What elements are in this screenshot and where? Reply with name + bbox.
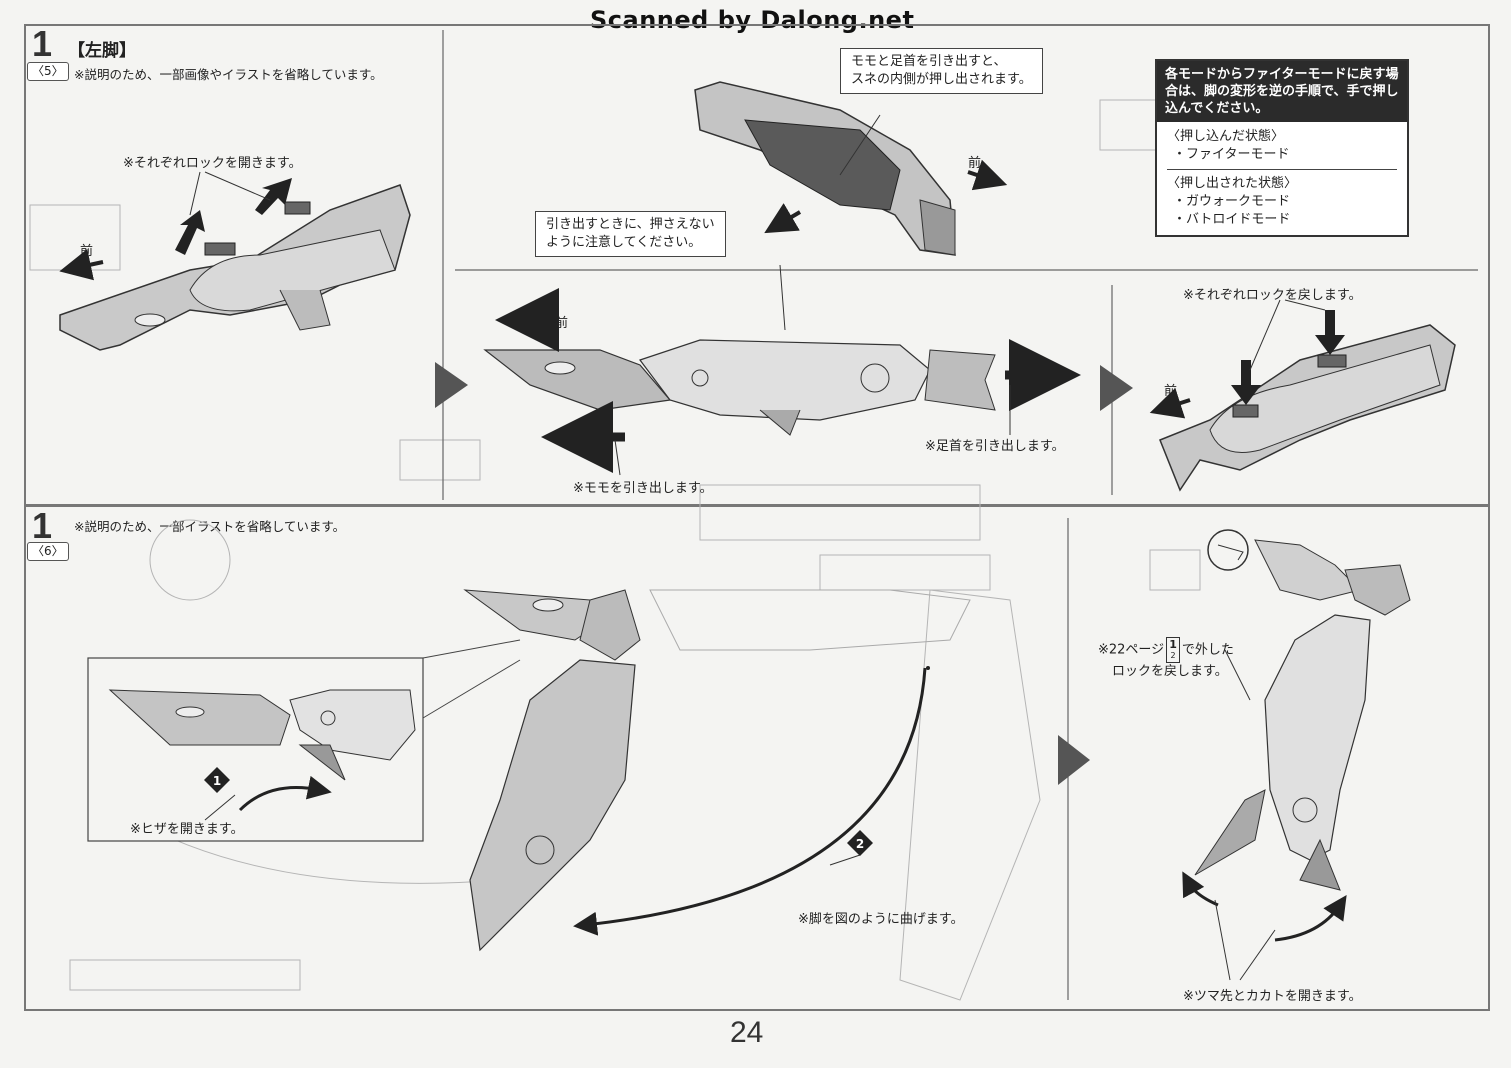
caution-callout: 引き出すときに、押さえない ように注意してください。 [535,211,726,257]
page-ref-substep: 2 [1170,651,1176,660]
mode-info-heading: 各モードからファイターモードに戻す場合は、脚の変形を逆の手順で、手で押し込んでく… [1157,61,1407,122]
relock-label: ※それぞれロックを戻します。 [1183,288,1362,303]
step-mark-1 [204,767,230,793]
omission-note-top: ※説明のため、一部画像やイラストを省略しています。 [74,67,383,82]
front-label: 前 [968,156,982,171]
substep-badge-bottom: 〈6〉 [27,542,69,561]
pull-callout-line1: モモと足首を引き出すと、 [851,54,1007,69]
caution-line1: 引き出すときに、押さえない [546,217,715,232]
substep-number: 6 [44,544,52,558]
leg-illustration-relock [1159,324,1456,492]
step-mark-2 [847,830,873,856]
leg-illustration-extended [483,339,996,436]
front-label: 前 [80,244,94,259]
pushed-state-title: 〈押し込んだ状態〉 [1167,129,1285,144]
leg-illustration-bent [463,589,971,952]
step-number-bottom: 1 [32,505,53,546]
knee-open-label: ※ヒザを開きます。 [130,822,244,837]
bend-leg-label: ※脚を図のように曲げます。 [798,912,964,927]
mode-info-box: 各モードからファイターモードに戻す場合は、脚の変形を逆の手順で、手で押し込んでく… [1155,59,1409,237]
leg-illustration-knee [108,689,416,781]
pulled-state-item: ・バトロイドモード [1173,212,1291,227]
front-label: 前 [1164,384,1178,399]
step-mark-2-label: 2 [856,837,864,851]
flow-arrow [435,362,468,408]
bottom-section-frame [24,505,1490,1011]
pulled-state-item: ・ガウォークモード [1173,194,1291,209]
pull-callout-line2: スネの内側が押し出されます。 [851,72,1032,87]
flow-arrow [1058,735,1090,785]
toe-heel-label: ※ツマ先とカカトを開きます。 [1183,989,1362,1004]
leg-illustration-pulled [694,81,956,256]
page-number: 24 [730,1016,764,1049]
pushed-state-item: ・ファイターモード [1173,147,1290,162]
page-ref-step: 1 [1169,638,1177,651]
leg-illustration-unlock [59,184,411,351]
substep-number: 5 [44,64,52,78]
pull-callout: モモと足首を引き出すと、 スネの内側が押し出されます。 [840,48,1043,94]
front-label: 前 [555,316,569,331]
unlock-label: ※それぞれロックを開きます。 [123,156,302,171]
pulled-state-title: 〈押し出された状態〉 [1167,176,1298,191]
substep-badge-top: 〈5〉 [27,62,69,81]
leg-illustration-toes [1194,529,1411,891]
relock-ref-line2: ロックを戻します。 [1112,664,1228,679]
step-mark-1-label: 1 [213,774,221,788]
section-title: 【左脚】 [68,41,136,61]
flow-arrow [1100,365,1133,411]
thigh-pull-label: ※モモを引き出します。 [573,481,713,496]
relock-ref-text-end: で外した [1181,642,1234,658]
caution-line2: ように注意してください。 [546,235,702,250]
relock-ref-text: ※22ページ [1098,642,1165,658]
ankle-pull-label: ※足首を引き出します。 [925,439,1065,454]
scan-watermark: Scanned by Dalong.net [590,6,915,34]
omission-note-bottom: ※説明のため、一部イラストを省略しています。 [74,519,346,534]
step-number-top: 1 [32,23,53,64]
